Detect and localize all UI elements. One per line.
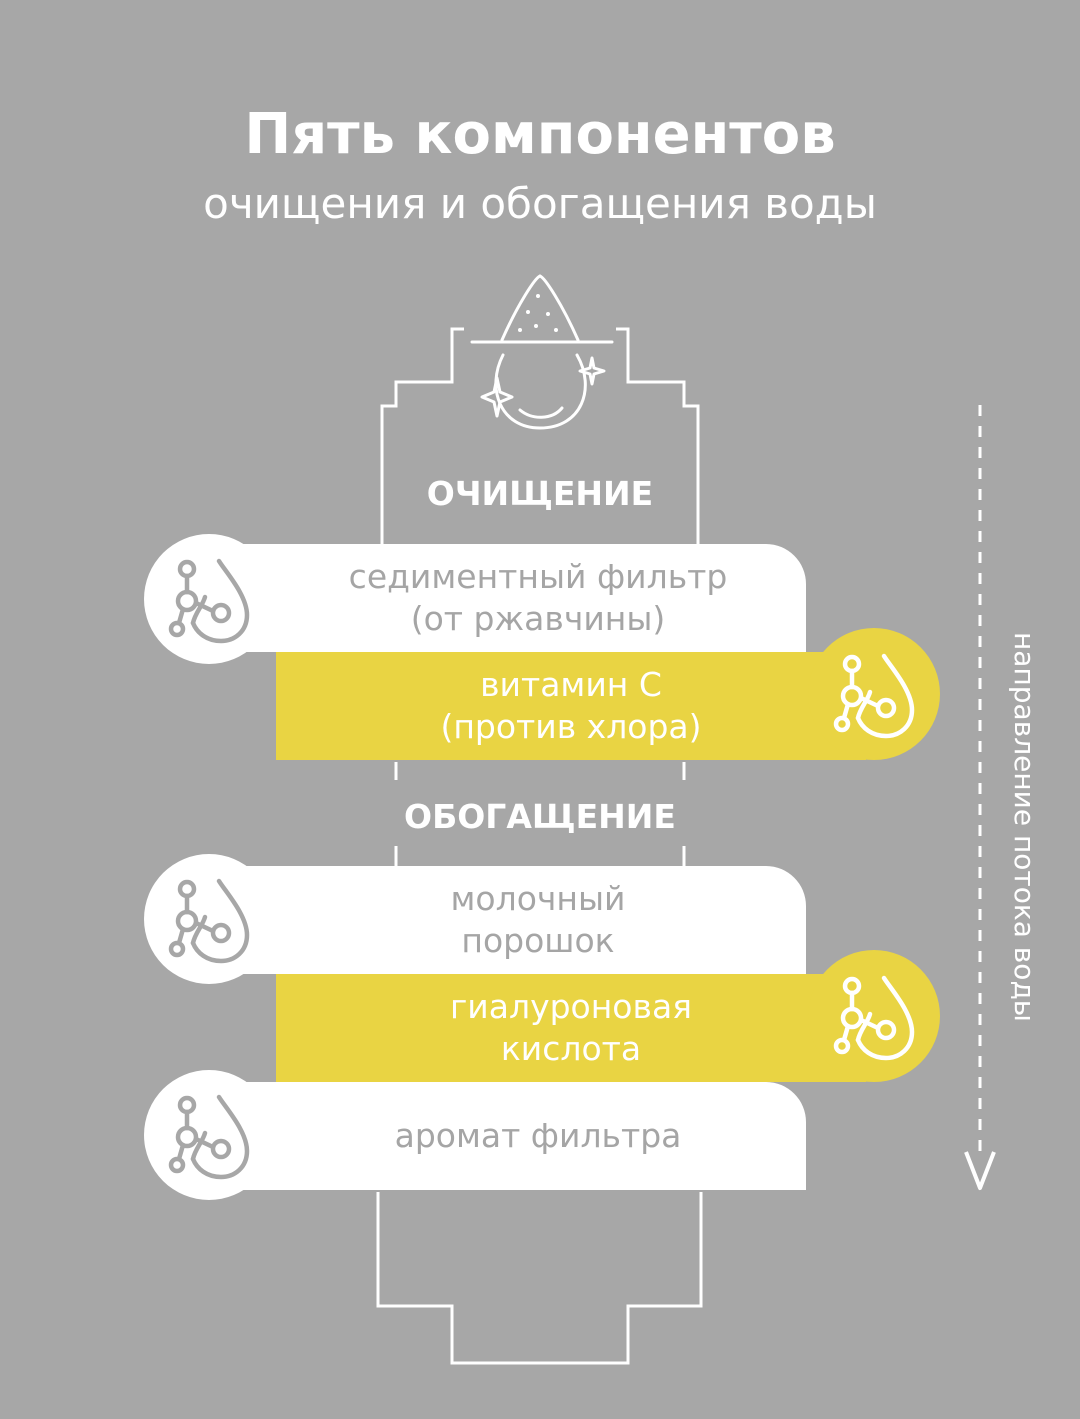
- component-bar-sediment-filter: седиментный фильтр (от ржавчины): [200, 544, 806, 652]
- component-label-line: кислота: [500, 1029, 642, 1068]
- component-label-line: гиалуроновая: [449, 987, 693, 1026]
- component-label-line: (против хлора): [440, 707, 702, 746]
- molecule-drop-icon: [833, 653, 915, 739]
- component-label-line: аромат фильтра: [394, 1116, 682, 1155]
- component-label-line: (от ржавчины): [410, 599, 666, 638]
- molecule-drop-icon: [833, 975, 915, 1061]
- component-icon-badge: [808, 628, 940, 760]
- water-drop-sparkle-icon: [470, 274, 614, 430]
- molecule-drop-icon: [168, 878, 250, 964]
- component-bar-hyaluronic-acid: гиалуроновая кислота: [276, 974, 866, 1082]
- molecule-drop-icon: [168, 1094, 250, 1180]
- component-label-line: порошок: [461, 921, 615, 960]
- component-label-line: витамин С: [480, 665, 662, 704]
- page-subtitle: очищения и обогащения воды: [203, 179, 877, 228]
- molecule-drop-icon: [168, 558, 250, 644]
- flow-direction-arrow: [964, 405, 996, 1190]
- component-bar-milk-powder: молочный порошок: [200, 866, 806, 974]
- component-label-line: молочный: [450, 879, 626, 918]
- component-bar-vitamin-c: витамин С (против хлора): [276, 652, 866, 760]
- component-bar-filter-aroma: аромат фильтра: [200, 1082, 806, 1190]
- component-icon-badge: [144, 854, 274, 984]
- page-title: Пять компонентов: [244, 102, 836, 167]
- flow-direction-label: направление потока воды: [1008, 632, 1041, 1022]
- component-label-line: седиментный фильтр: [348, 557, 728, 596]
- section-label-enrichment: ОБОГАЩЕНИЕ: [404, 797, 676, 836]
- component-icon-badge: [808, 950, 940, 1082]
- section-label-cleaning: ОЧИЩЕНИЕ: [426, 474, 654, 513]
- component-icon-badge: [144, 534, 274, 664]
- component-icon-badge: [144, 1070, 274, 1200]
